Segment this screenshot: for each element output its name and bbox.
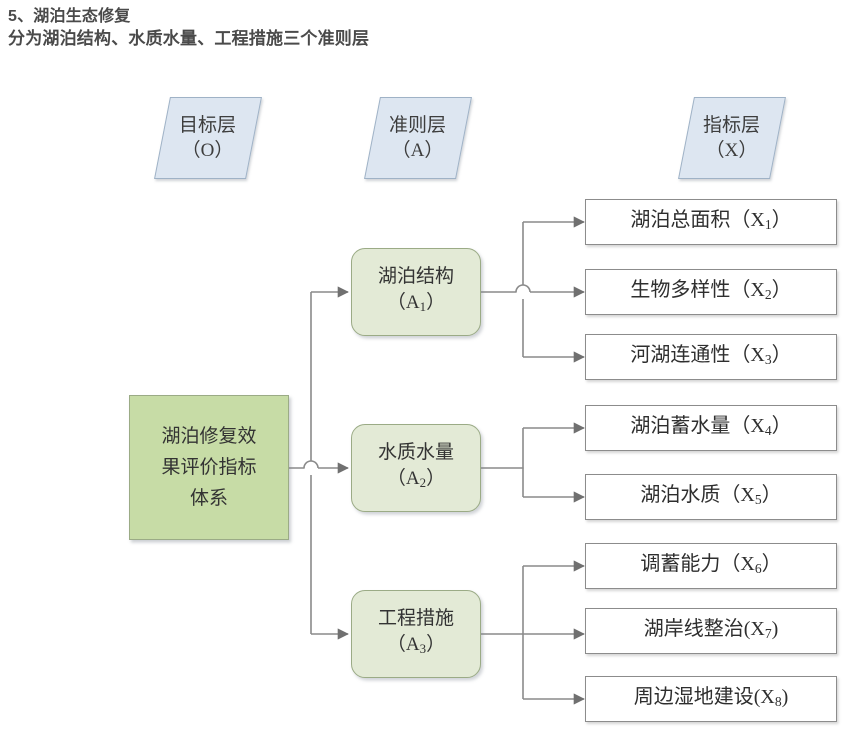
node-criteria-a1-code: （A1） [386,292,446,314]
node-goal-line-2: 果评价指标 [161,457,257,478]
node-indicator-x4-name: 湖泊蓄水量 [630,414,731,437]
node-indicator-x3[interactable]: 河湖连通性（X3） [585,334,837,380]
layer-header-indicator-name: 指标层 [703,115,761,136]
node-indicator-x2[interactable]: 生物多样性（X2） [585,269,837,315]
layer-header-criteria: 准则层 （A） [364,97,472,179]
edge-goal-hop [303,460,319,469]
node-criteria-a2[interactable]: 水质水量 （A2） [351,424,481,512]
node-indicator-x8[interactable]: 周边湿地建设(X8) [585,676,837,722]
node-goal-line-1: 湖泊修复效 [161,426,257,447]
node-indicator-x5-name: 湖泊水质 [640,483,721,506]
node-criteria-a2-name: 水质水量 [377,442,454,464]
layer-header-goal-name: 目标层 [179,115,237,136]
node-criteria-a3-code: （A3） [386,634,446,656]
node-criteria-a1[interactable]: 湖泊结构 （A1） [351,248,481,336]
node-indicator-x4[interactable]: 湖泊蓄水量（X4） [585,405,837,451]
node-criteria-a2-code: （A2） [386,468,446,490]
heading-line-1: 5、湖泊生态修复 [8,8,131,25]
page-heading: 5、湖泊生态修复 分为湖泊结构、水质水量、工程措施三个准则层 [8,6,708,50]
layer-header-goal: 目标层 （O） [154,97,262,179]
layer-header-criteria-name: 准则层 [389,115,447,136]
layer-header-criteria-code: （A） [392,140,444,161]
layer-header-indicator: 指标层 （X） [678,97,786,179]
node-goal[interactable]: 湖泊修复效 果评价指标 体系 [129,395,289,540]
edge-a1-hop [515,284,531,293]
node-indicator-x1[interactable]: 湖泊总面积（X1） [585,199,837,245]
node-criteria-a3[interactable]: 工程措施 （A3） [351,590,481,678]
node-indicator-x8-name: 周边湿地建设 [633,685,754,708]
node-goal-line-3: 体系 [189,488,228,509]
layer-header-indicator-code: （X） [706,140,758,161]
node-indicator-x2-name: 生物多样性 [630,278,731,301]
node-indicator-x3-name: 河湖连通性 [630,343,731,366]
node-indicator-x7-name: 湖岸线整治 [643,617,744,640]
layer-header-goal-code: （O） [182,140,234,161]
node-indicator-x6[interactable]: 调蓄能力（X6） [585,543,837,589]
heading-line-2: 分为湖泊结构、水质水量、工程措施三个准则层 [8,29,370,48]
node-indicator-x1-name: 湖泊总面积 [630,208,731,231]
node-indicator-x6-name: 调蓄能力 [640,552,721,575]
node-indicator-x7[interactable]: 湖岸线整治(X7) [585,608,837,654]
node-criteria-a3-name: 工程措施 [377,608,454,630]
node-indicator-x5[interactable]: 湖泊水质（X5） [585,474,837,520]
node-criteria-a1-name: 湖泊结构 [377,266,454,288]
